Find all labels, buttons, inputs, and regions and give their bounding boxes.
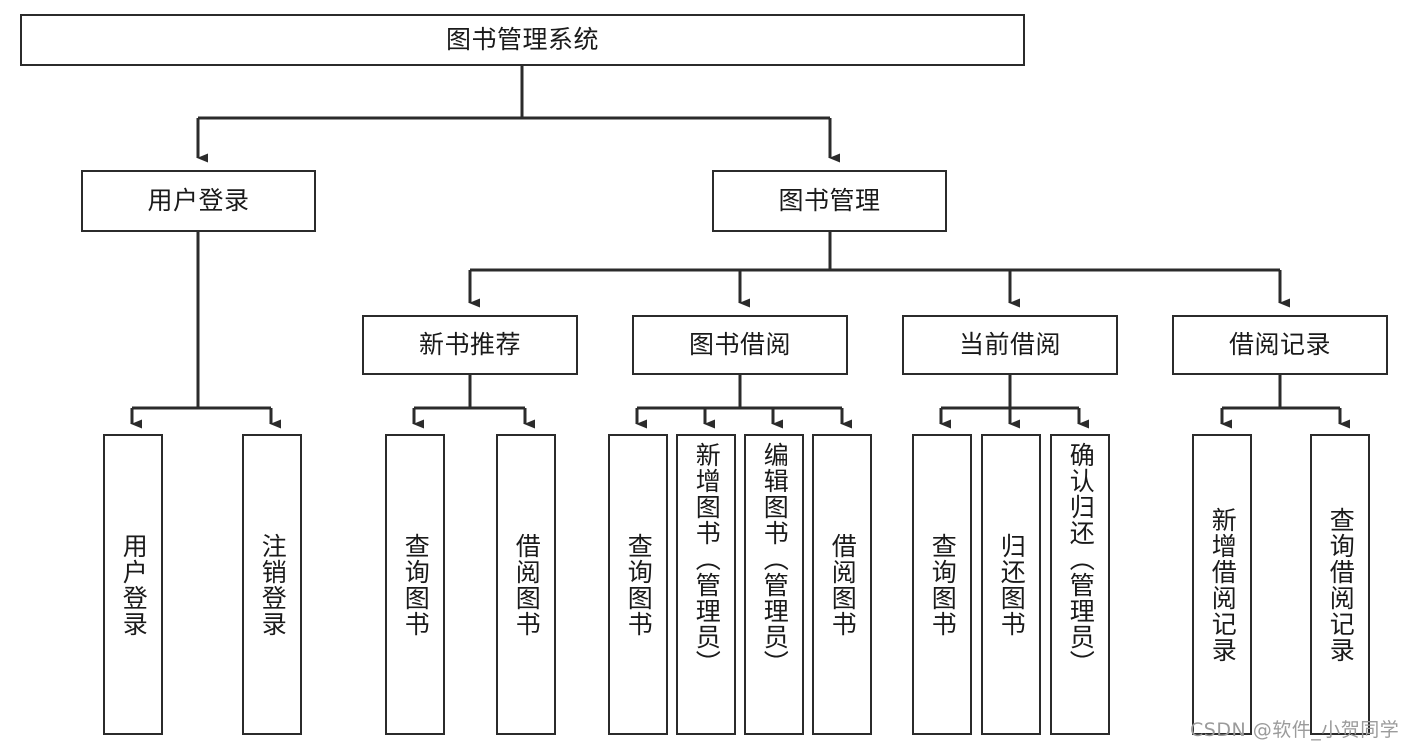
node-leaf-borrow-book[interactable]: 借阅图书 xyxy=(812,434,872,735)
node-label: 新书推荐 xyxy=(418,330,521,360)
node-leaf-query-book-new[interactable]: 查询图书 xyxy=(385,434,445,735)
watermark-text: CSDN @软件_小贺同学 xyxy=(1190,719,1400,741)
node-label: 借阅记录 xyxy=(1228,330,1331,360)
node-leaf-edit-book-admin[interactable]: 编辑图书（管理员） xyxy=(744,434,804,735)
node-leaf-user-login[interactable]: 用户登录 xyxy=(103,434,163,735)
node-leaf-query-book-current[interactable]: 查询图书 xyxy=(912,434,972,735)
node-label: 图书管理 xyxy=(778,186,881,216)
node-leaf-logout[interactable]: 注销登录 xyxy=(242,434,302,735)
node-current-borrow[interactable]: 当前借阅 xyxy=(902,315,1118,375)
node-book-management[interactable]: 图书管理 xyxy=(712,170,947,232)
node-label: 查询图书 xyxy=(928,532,958,637)
node-borrow-record[interactable]: 借阅记录 xyxy=(1172,315,1388,375)
node-root-book-management-system[interactable]: 图书管理系统 xyxy=(20,14,1025,66)
node-label: 用户登录 xyxy=(147,186,250,216)
node-leaf-add-book-admin[interactable]: 新增图书（管理员） xyxy=(676,434,736,735)
node-label: 图书借阅 xyxy=(688,330,791,360)
node-leaf-return-book[interactable]: 归还图书 xyxy=(981,434,1041,735)
node-label: 查询图书 xyxy=(624,532,654,637)
node-label: 新增借阅记录 xyxy=(1208,506,1238,663)
node-leaf-add-borrow-record[interactable]: 新增借阅记录 xyxy=(1192,434,1252,735)
node-new-book-recommend[interactable]: 新书推荐 xyxy=(362,315,578,375)
node-leaf-borrow-book-new[interactable]: 借阅图书 xyxy=(496,434,556,735)
node-label: 借阅图书 xyxy=(828,532,858,637)
node-label: 新增图书（管理员） xyxy=(692,442,722,676)
node-user-login[interactable]: 用户登录 xyxy=(81,170,316,232)
node-label: 图书管理系统 xyxy=(445,25,599,55)
node-label: 编辑图书（管理员） xyxy=(760,442,790,676)
node-label: 注销登录 xyxy=(258,532,288,637)
node-label: 确认归还（管理员） xyxy=(1066,442,1096,676)
node-leaf-query-book-borrow[interactable]: 查询图书 xyxy=(608,434,668,735)
node-label: 借阅图书 xyxy=(512,532,542,637)
node-leaf-confirm-return-admin[interactable]: 确认归还（管理员） xyxy=(1050,434,1110,735)
node-label: 查询图书 xyxy=(401,532,431,637)
node-label: 归还图书 xyxy=(997,532,1027,637)
node-leaf-query-borrow-record[interactable]: 查询借阅记录 xyxy=(1310,434,1370,735)
node-label: 查询借阅记录 xyxy=(1326,506,1356,663)
node-book-borrow[interactable]: 图书借阅 xyxy=(632,315,848,375)
node-label: 用户登录 xyxy=(119,532,149,637)
node-label: 当前借阅 xyxy=(958,330,1061,360)
